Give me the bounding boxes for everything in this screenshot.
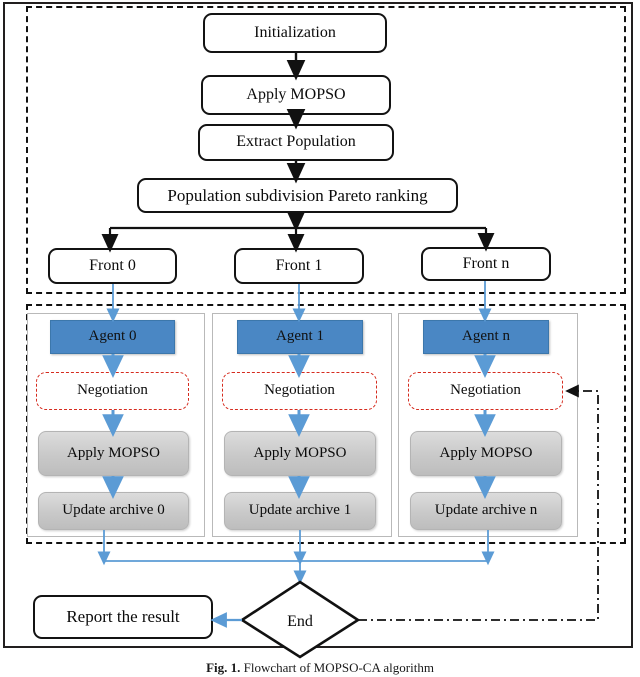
node-extract-population-label: Extract Population	[236, 133, 356, 151]
agent-1-negotiation-label: Negotiation	[264, 382, 335, 399]
agent-1-apply-mopso[interactable]: Apply MOPSO	[224, 431, 376, 476]
agent-0-negotiation-label: Negotiation	[77, 382, 148, 399]
agent-0-update-archive-label: Update archive 0	[62, 502, 165, 519]
agent-n-update-archive[interactable]: Update archive n	[410, 492, 562, 530]
node-report-result[interactable]: Report the result	[33, 595, 213, 639]
agent-1-negotiation[interactable]: Negotiation	[222, 372, 377, 410]
figure-caption-label: Fig. 1.	[206, 660, 241, 675]
node-front-n-label: Front n	[462, 254, 510, 272]
node-apply-mopso[interactable]: Apply MOPSO	[201, 75, 391, 115]
agent-1-apply-mopso-label: Apply MOPSO	[253, 444, 347, 461]
figure-caption: Fig. 1. Flowchart of MOPSO-CA algorithm	[0, 660, 640, 676]
agent-n-update-archive-label: Update archive n	[434, 502, 538, 519]
agent-0-update-archive[interactable]: Update archive 0	[38, 492, 189, 530]
agent-n-negotiation[interactable]: Negotiation	[408, 372, 563, 410]
figure-caption-text: Flowchart of MOPSO-CA algorithm	[243, 660, 434, 675]
node-front-0[interactable]: Front 0	[48, 248, 177, 284]
agent-n-apply-mopso[interactable]: Apply MOPSO	[410, 431, 562, 476]
agent-1-update-archive[interactable]: Update archive 1	[224, 492, 376, 530]
agent-0-label: Agent 0	[88, 328, 137, 345]
node-front-n[interactable]: Front n	[421, 247, 551, 281]
top-section-frame	[26, 6, 626, 294]
node-initialization[interactable]: Initialization	[203, 13, 387, 53]
agent-0-apply-mopso-label: Apply MOPSO	[67, 444, 160, 461]
agent-n-label: Agent n	[462, 328, 510, 345]
agent-1-label: Agent 1	[276, 328, 324, 345]
agent-n-negotiation-label: Negotiation	[450, 382, 521, 399]
agent-1-update-archive-label: Update archive 1	[248, 502, 352, 519]
node-front-0-label: Front 0	[89, 256, 136, 274]
node-front-1-label: Front 1	[275, 256, 323, 274]
node-apply-mopso-label: Apply MOPSO	[246, 85, 346, 103]
agent-n-apply-mopso-label: Apply MOPSO	[439, 444, 533, 461]
node-front-1[interactable]: Front 1	[234, 248, 364, 284]
agent-0-header[interactable]: Agent 0	[50, 320, 175, 354]
agent-n-header[interactable]: Agent n	[423, 320, 549, 354]
agent-0-apply-mopso[interactable]: Apply MOPSO	[38, 431, 189, 476]
node-extract-population[interactable]: Extract Population	[198, 124, 394, 161]
node-population-subdivision[interactable]: Population subdivision Pareto ranking	[137, 178, 458, 213]
node-initialization-label: Initialization	[254, 23, 336, 41]
agent-0-negotiation[interactable]: Negotiation	[36, 372, 189, 410]
agent-1-header[interactable]: Agent 1	[237, 320, 363, 354]
node-population-subdivision-label: Population subdivision Pareto ranking	[167, 185, 428, 205]
node-report-result-label: Report the result	[66, 607, 180, 627]
